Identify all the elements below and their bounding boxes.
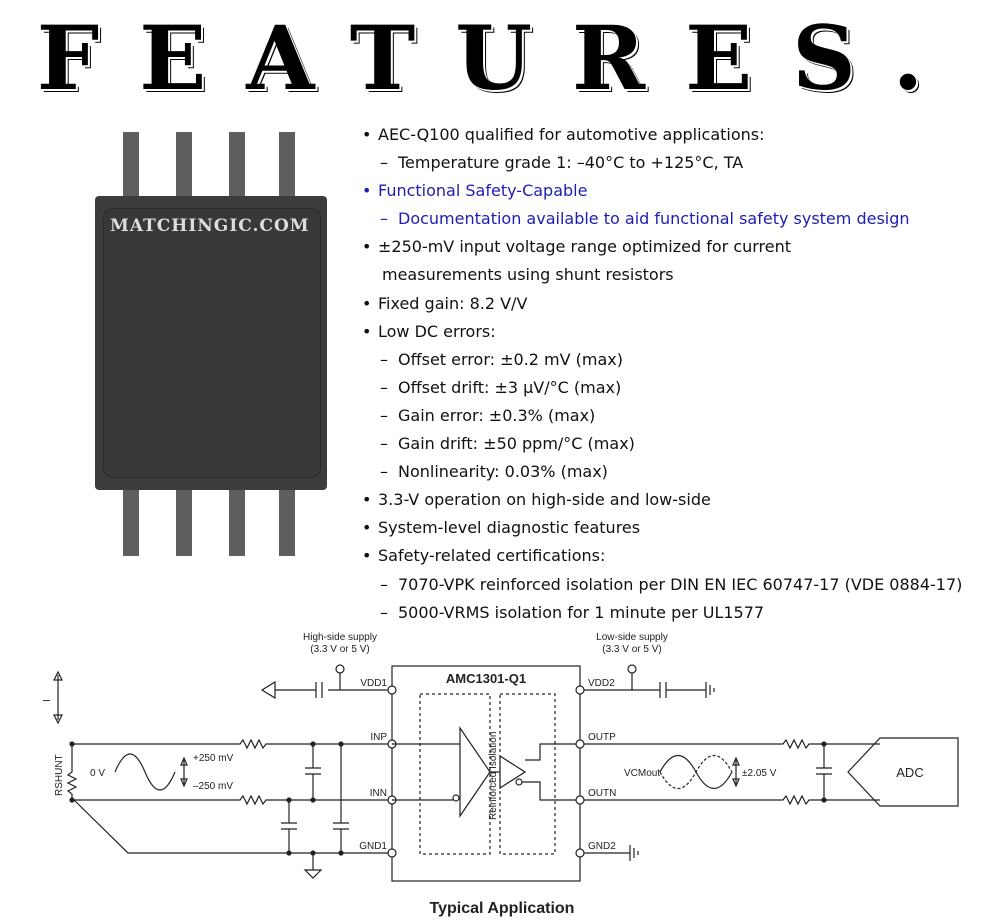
pin-outn: OUTN	[588, 788, 616, 799]
feature-item: Gain drift: ±50 ppm/°C (max)	[362, 430, 962, 458]
adc-block	[847, 737, 959, 807]
pin-vdd2: VDD2	[588, 678, 615, 689]
feature-item: Gain error: ±0.3% (max)	[362, 402, 962, 430]
isolation-barrier-right	[499, 693, 556, 855]
chip-pin	[229, 132, 245, 202]
vcmout-label: VCMout	[624, 768, 660, 779]
typical-application-schematic: High-side supply (3.3 V or 5 V) Low-side…	[42, 632, 959, 917]
page-title: FEATURES.	[36, 6, 964, 110]
minus-250mv-label: –250 mV	[193, 781, 233, 792]
feature-text: 3.3-V operation on high-side and low-sid…	[378, 490, 711, 510]
isolation-label: Reinforced Isolation	[488, 732, 499, 820]
chip-pin	[123, 486, 139, 556]
pin-vdd1: VDD1	[360, 678, 387, 689]
isolation-barrier-left	[419, 693, 491, 855]
feature-text: 5000-VRMS isolation for 1 minute per UL1…	[398, 602, 765, 622]
chip-pin	[176, 486, 192, 556]
pin-gnd2: GND2	[588, 841, 616, 852]
feature-text: measurements using shunt resistors	[382, 265, 674, 285]
chip-pin	[279, 132, 295, 202]
input-amplifier	[459, 726, 491, 818]
output-swing-label: ±2.05 V	[742, 768, 777, 779]
feature-item: Temperature grade 1: –40°C to +125°C, TA	[362, 149, 962, 177]
current-label: I	[42, 699, 53, 702]
feature-text: Safety-related certifications:	[378, 546, 606, 566]
low-side-supply-label: Low-side supply	[596, 632, 668, 643]
feature-item: 3.3-V operation on high-side and low-sid…	[362, 486, 962, 514]
feature-item: Low DC errors:	[362, 318, 962, 346]
feature-text: Functional Safety-Capable	[378, 181, 588, 201]
feature-item: measurements using shunt resistors	[362, 261, 962, 289]
pin-inn: INN	[370, 788, 387, 799]
adc-label: ADC	[896, 765, 923, 780]
chip-pin	[123, 132, 139, 202]
feature-text: AEC-Q100 qualified for automotive applic…	[378, 125, 765, 144]
high-side-supply-voltage: (3.3 V or 5 V)	[310, 644, 369, 655]
feature-text: Offset error: ±0.2 mV (max)	[398, 349, 623, 369]
feature-text: Gain drift: ±50 ppm/°C (max)	[398, 434, 635, 454]
low-side-supply-voltage: (3.3 V or 5 V)	[602, 644, 661, 655]
feature-text: 7070-VPK reinforced isolation per DIN EN…	[398, 574, 963, 594]
feature-text: Offset drift: ±3 μV/°C (max)	[398, 377, 622, 397]
feature-text: System-level diagnostic features	[378, 518, 641, 538]
feature-text: Low DC errors:	[378, 321, 496, 341]
chip-watermark: MATCHINGIC.COM	[110, 216, 310, 236]
feature-item: System-level diagnostic features	[362, 514, 962, 542]
chip-pin	[176, 132, 192, 202]
feature-item: 7070-VPK reinforced isolation per DIN EN…	[362, 571, 962, 599]
chip-face	[103, 208, 321, 478]
chip-pin	[229, 486, 245, 556]
rshunt-label: RSHUNT	[54, 754, 65, 796]
feature-item: AEC-Q100 qualified for automotive applic…	[362, 121, 962, 149]
feature-item: Offset error: ±0.2 mV (max)	[362, 346, 962, 374]
feature-item[interactable]: Functional Safety-Capable	[362, 177, 962, 205]
feature-item: ±250-mV input voltage range optimized fo…	[362, 233, 962, 261]
pin-outp: OUTP	[588, 732, 616, 743]
ic-outline	[391, 665, 581, 882]
feature-item: 5000-VRMS isolation for 1 minute per UL1…	[362, 599, 962, 627]
schematic-caption: Typical Application	[430, 900, 575, 917]
feature-item[interactable]: Documentation available to aid functiona…	[362, 205, 962, 233]
feature-text: Fixed gain: 8.2 V/V	[378, 293, 528, 313]
zero-volt-label: 0 V	[90, 768, 105, 779]
feature-item: Safety-related certifications:	[362, 542, 962, 570]
feature-text: Temperature grade 1: –40°C to +125°C, TA	[398, 153, 744, 173]
high-side-supply-label: High-side supply	[303, 632, 377, 643]
feature-item: Nonlinearity: 0.03% (max)	[362, 458, 962, 486]
feature-list: AEC-Q100 qualified for automotive applic…	[362, 121, 962, 627]
feature-text: Documentation available to aid functiona…	[398, 209, 910, 229]
plus-250mv-label: +250 mV	[193, 753, 234, 764]
feature-text: Nonlinearity: 0.03% (max)	[398, 462, 608, 482]
feature-text: Gain error: ±0.3% (max)	[398, 405, 596, 425]
feature-item: Offset drift: ±3 μV/°C (max)	[362, 374, 962, 402]
pin-gnd1: GND1	[359, 841, 387, 852]
pin-inp: INP	[370, 732, 387, 743]
chip-pin	[279, 486, 295, 556]
feature-item: Fixed gain: 8.2 V/V	[362, 290, 962, 318]
part-number: AMC1301-Q1	[446, 671, 526, 686]
feature-text: ±250-mV input voltage range optimized fo…	[378, 237, 792, 257]
